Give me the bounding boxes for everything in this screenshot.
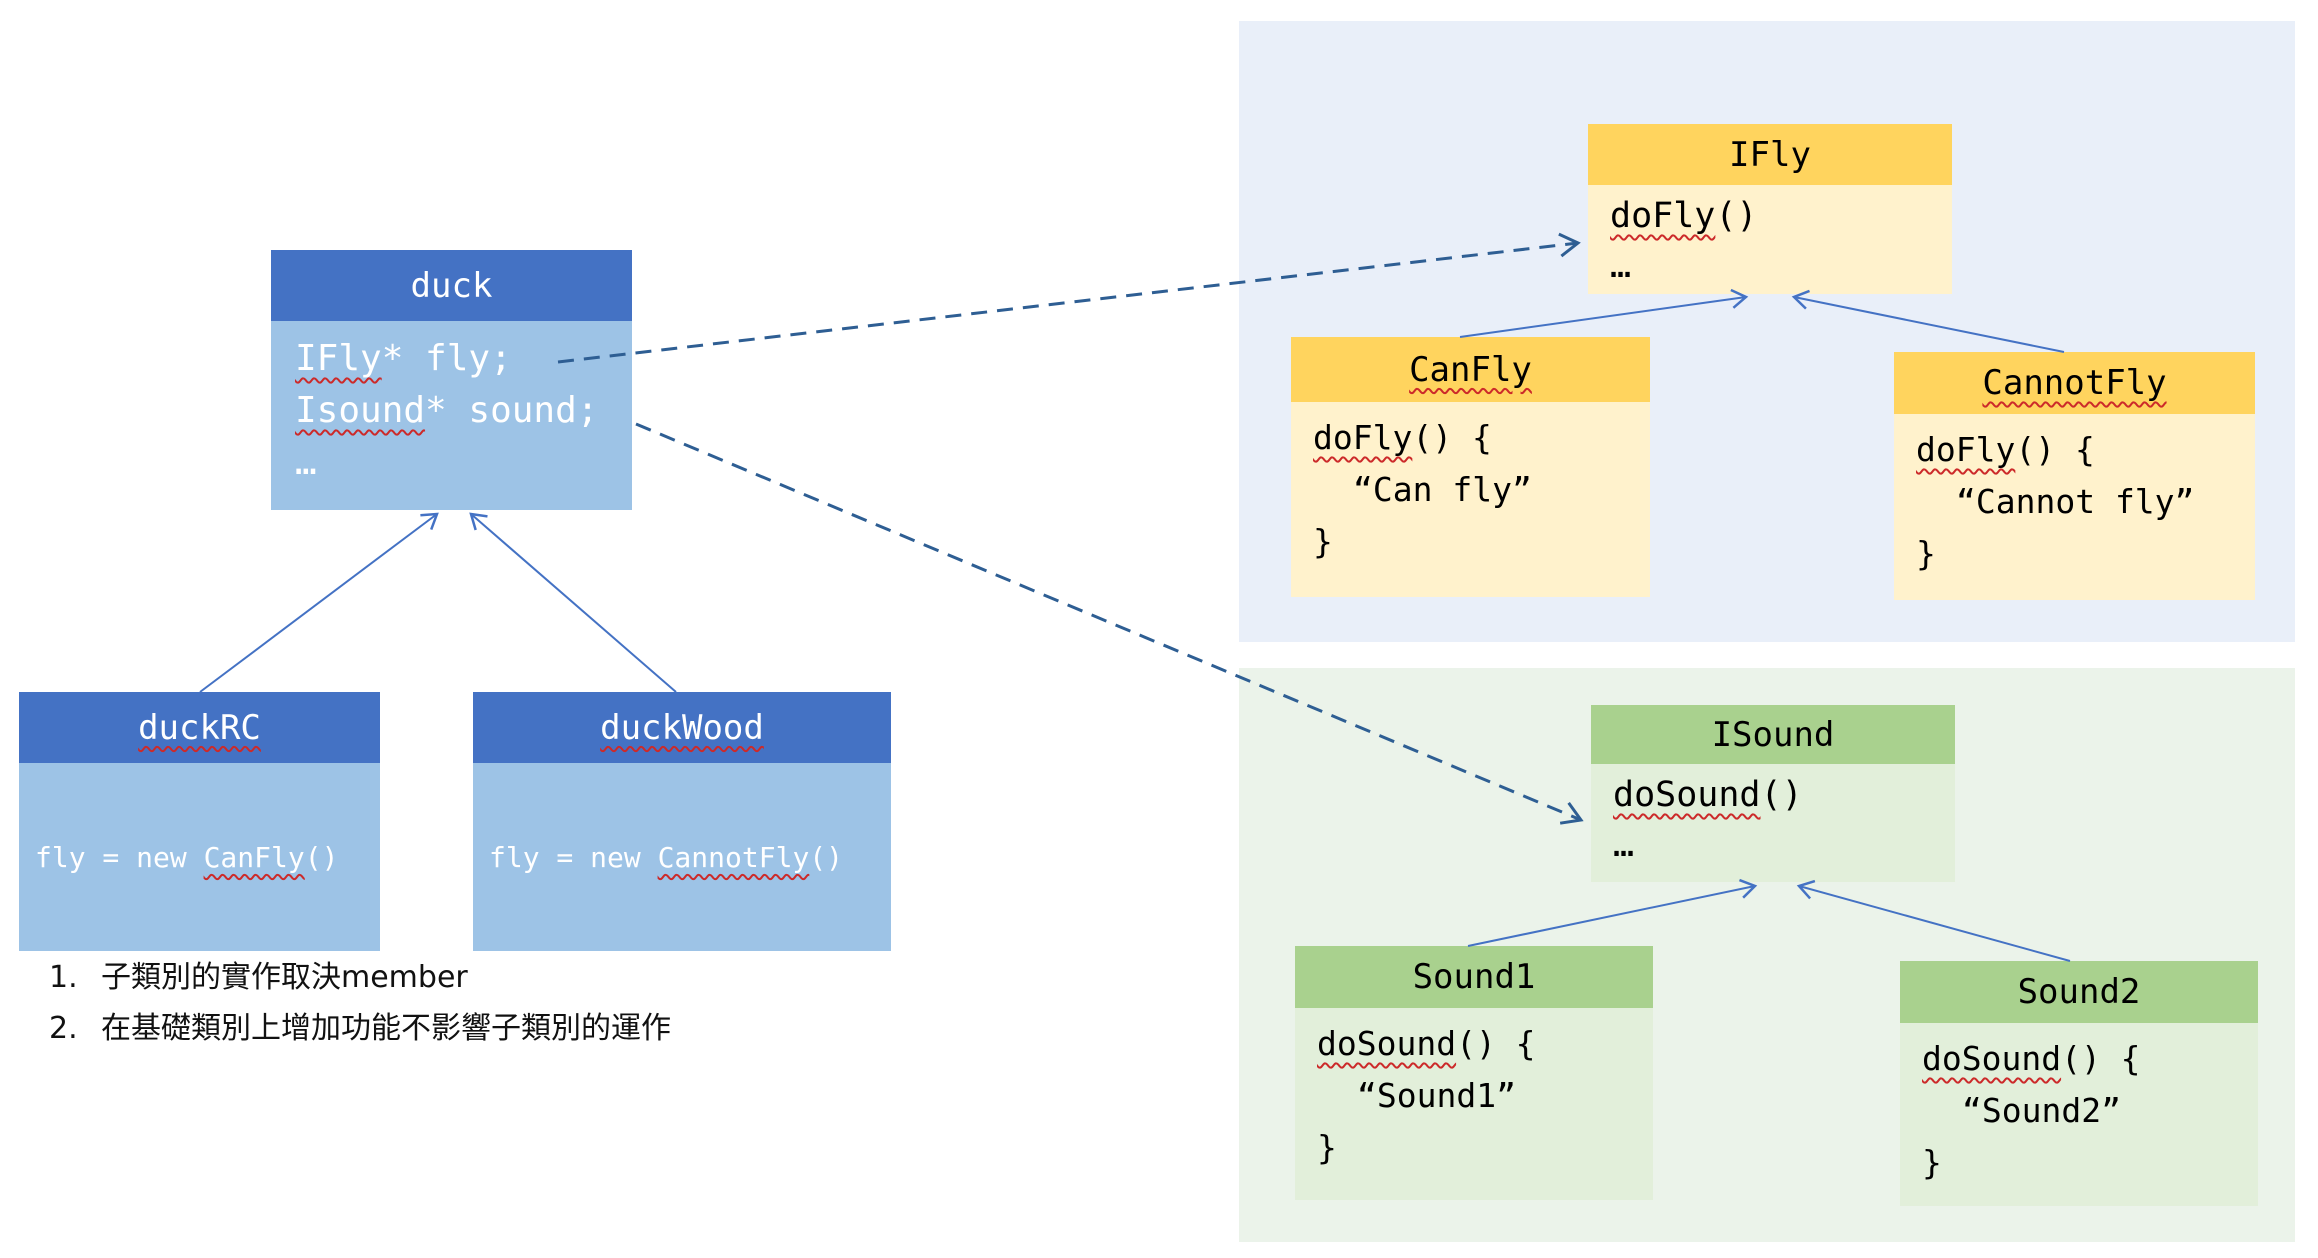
class-title-canfly-text: CanFly — [1409, 349, 1532, 390]
duckrc-assign-class: CanFly — [203, 840, 305, 874]
duck-ellipsis: … — [295, 442, 317, 483]
class-box-duck: duck IFly* fly; Isound* sound; … — [271, 250, 632, 510]
class-box-sound1: Sound1 doSound() { “Sound1” } — [1295, 946, 1653, 1200]
duck-member-sound-type: Isound — [295, 390, 426, 431]
class-title-duckwood: duckWood — [473, 692, 891, 763]
duck-member-sound: Isound* sound; — [295, 385, 608, 437]
canfly-method-name: doFly — [1313, 418, 1413, 457]
duck-member-fly-rest: * fly; — [381, 338, 512, 379]
inheritance-arrow-duckwood-duck — [469, 512, 677, 693]
canfly-line3: } — [1313, 522, 1333, 561]
class-box-canfly: CanFly doFly() { “Can fly” } — [1291, 337, 1650, 597]
notes-list: 1. 子類別的實作取決member 2. 在基礎類別上增加功能不影響子類別的運作 — [49, 952, 671, 1054]
sound1-line2: “Sound1” — [1357, 1076, 1516, 1115]
class-box-duckwood: duckWood fly = new CannotFly() — [473, 692, 891, 951]
canfly-line1: doFly() { — [1313, 412, 1650, 464]
isound-ellipsis: … — [1613, 825, 1635, 865]
sound1-method-name: doSound — [1317, 1024, 1457, 1063]
duckwood-body: fly = new CannotFly() — [473, 763, 891, 951]
ifly-method: doFly() — [1610, 191, 1952, 241]
note-item-1: 1. 子類別的實作取決member — [49, 952, 671, 1003]
sound1-line1-rest: () { — [1456, 1024, 1536, 1063]
class-title-sound2: Sound2 — [1900, 961, 2258, 1023]
canfly-line1-rest: () { — [1412, 418, 1492, 457]
isound-method-parens: () — [1760, 775, 1803, 815]
class-box-cannotfly: CannotFly doFly() { “Cannot fly” } — [1894, 352, 2255, 600]
note-2-text: 在基礎類別上增加功能不影響子類別的運作 — [101, 1011, 671, 1046]
duckwood-assign-post: () — [809, 840, 844, 874]
class-box-sound2: Sound2 doSound() { “Sound2” } — [1900, 961, 2258, 1206]
class-title-ifly: IFly — [1588, 124, 1952, 185]
sound2-line1-rest: () { — [2061, 1039, 2141, 1078]
canfly-line2: “Can fly” — [1353, 470, 1532, 509]
duck-member-sound-rest: * sound; — [425, 390, 599, 431]
cannotfly-line3: } — [1916, 534, 1936, 573]
note-1-text: 子類別的實作取決member — [101, 960, 468, 995]
sound2-line1: doSound() { — [1922, 1033, 2258, 1085]
class-title-sound1: Sound1 — [1295, 946, 1653, 1008]
isound-method-name: doSound — [1613, 775, 1761, 815]
duck-member-fly-type: IFly — [295, 338, 382, 379]
cannotfly-method-name: doFly — [1916, 430, 2016, 469]
class-title-duck: duck — [271, 250, 632, 321]
class-box-isound: ISound doSound() … — [1591, 705, 1955, 882]
duckrc-assignment: fly = new CanFly() — [35, 841, 338, 874]
inheritance-arrow-duckrc-duck — [199, 512, 439, 693]
sound2-line3: } — [1922, 1143, 1942, 1182]
class-title-duckrc-text: duckRC — [138, 707, 261, 748]
class-title-isound: ISound — [1591, 705, 1955, 764]
sound2-method-name: doSound — [1922, 1039, 2062, 1078]
duckrc-assign-pre: fly = new — [35, 840, 204, 874]
ifly-method-parens: () — [1715, 196, 1758, 236]
cannotfly-line1: doFly() { — [1916, 424, 2255, 476]
class-title-duckrc: duckRC — [19, 692, 380, 763]
class-box-ifly: IFly doFly() … — [1588, 124, 1952, 294]
cannotfly-line2: “Cannot fly” — [1956, 482, 2195, 521]
ifly-ellipsis: … — [1610, 246, 1632, 286]
class-box-duckrc: duckRC fly = new CanFly() — [19, 692, 380, 951]
note-2-number: 2. — [49, 1011, 78, 1046]
sound2-line2: “Sound2” — [1962, 1091, 2121, 1130]
class-title-cannotfly-text: CannotFly — [1982, 363, 2167, 403]
sound1-line3: } — [1317, 1128, 1337, 1167]
class-title-cannotfly: CannotFly — [1894, 352, 2255, 414]
note-1-number: 1. — [49, 960, 78, 995]
class-title-canfly: CanFly — [1291, 337, 1650, 402]
duck-member-fly: IFly* fly; — [295, 333, 608, 385]
class-title-duckwood-text: duckWood — [600, 707, 764, 748]
note-item-2: 2. 在基礎類別上增加功能不影響子類別的運作 — [49, 1003, 671, 1054]
cannotfly-line1-rest: () { — [2015, 430, 2095, 469]
ifly-method-name: doFly — [1610, 196, 1716, 236]
sound1-line1: doSound() { — [1317, 1018, 1653, 1070]
duckwood-assign-class: CannotFly — [657, 840, 810, 874]
isound-method: doSound() — [1613, 770, 1955, 820]
duckrc-body: fly = new CanFly() — [19, 763, 380, 951]
duckwood-assignment: fly = new CannotFly() — [489, 841, 843, 874]
duckrc-assign-post: () — [304, 840, 339, 874]
duckwood-assign-pre: fly = new — [489, 840, 658, 874]
